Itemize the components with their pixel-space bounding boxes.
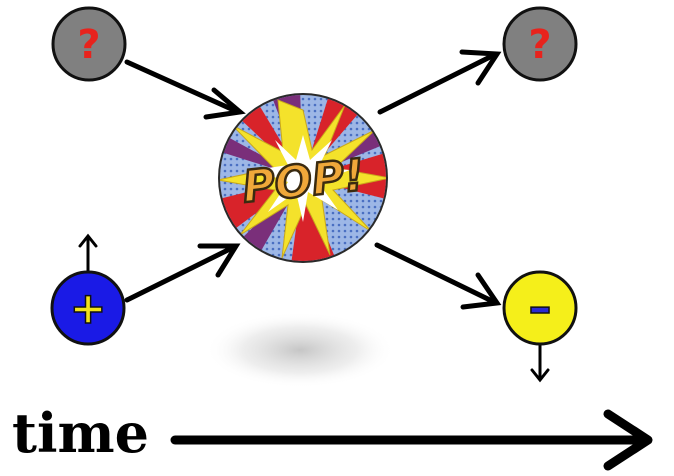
time-axis-arrow-head xyxy=(603,409,653,471)
outgoing-unknown-label: ? xyxy=(528,22,551,68)
burst-shadow xyxy=(205,312,395,388)
incoming-unknown-label: ? xyxy=(77,22,100,68)
positive-particle: + xyxy=(50,270,126,346)
arrow-in-bottom xyxy=(124,244,237,303)
arrows xyxy=(124,49,502,310)
outgoing-unknown-particle: ? xyxy=(502,6,578,82)
negative-particle-label: – xyxy=(529,280,552,334)
incoming-unknown-particle: ? xyxy=(51,6,127,82)
arrow-in-top-head xyxy=(203,87,246,120)
pop-burst-icon: POP! xyxy=(218,93,388,263)
arrow-in-top xyxy=(124,59,241,115)
spin-down-arrow-head xyxy=(530,368,550,383)
arrow-out-top-head xyxy=(459,49,502,86)
negative-particle: – xyxy=(502,270,578,346)
arrow-out-bottom-head xyxy=(460,272,502,310)
arrow-out-bottom xyxy=(374,242,497,305)
time-axis-label: time xyxy=(12,401,149,465)
arrow-in-bottom-head xyxy=(197,243,241,278)
spin-up-arrow-head xyxy=(78,233,98,248)
positive-particle-label: + xyxy=(70,283,107,334)
arrow-out-top xyxy=(377,52,497,115)
